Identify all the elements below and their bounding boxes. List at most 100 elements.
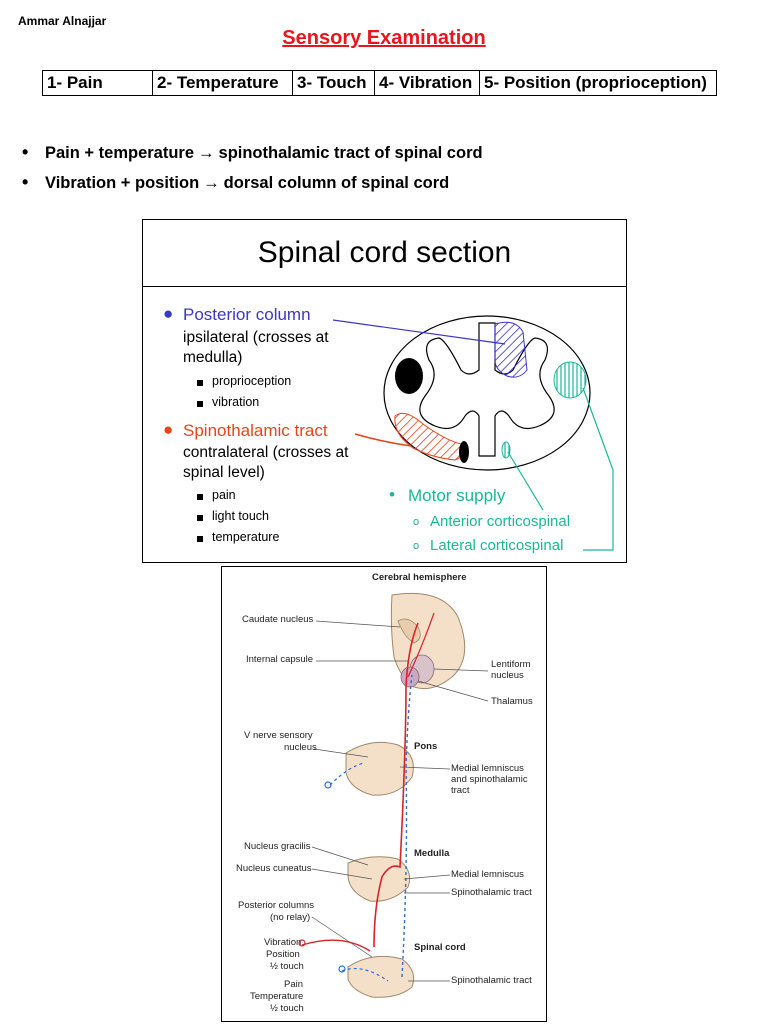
bullet-right: spinothalamic tract of spinal cord bbox=[218, 144, 483, 162]
motor-item: Lateral corticospinal bbox=[430, 537, 564, 554]
modality-cell: 3- Touch bbox=[292, 70, 375, 96]
author-name: Ammar Alnajjar bbox=[18, 14, 107, 28]
label-v-nerve-1: V nerve sensory bbox=[244, 730, 313, 741]
spinothalamic-line1: contralateral (crosses at bbox=[183, 444, 349, 461]
posterior-line2: medulla) bbox=[183, 349, 243, 366]
thalamus-shape bbox=[400, 666, 420, 688]
bullet-icon: • bbox=[22, 172, 29, 192]
posterior-pointer-line bbox=[332, 319, 506, 345]
receptor-blue-icon bbox=[338, 965, 346, 973]
modality-cell: 5- Position (proprioception) bbox=[479, 70, 717, 96]
bullet-left: Pain + temperature bbox=[45, 144, 195, 162]
label-internal-capsule: Internal capsule bbox=[246, 654, 314, 665]
label-nucleus-cuneatus: Nucleus cuneatus bbox=[236, 863, 312, 874]
slide-title: Spinal cord section bbox=[143, 220, 626, 287]
square-bullet-icon bbox=[197, 536, 203, 542]
square-bullet-icon bbox=[197, 401, 203, 407]
spinothalamic-item: pain bbox=[212, 488, 236, 502]
motor-bullet-icon: • bbox=[389, 485, 395, 504]
posterior-bullet-icon: ● bbox=[163, 304, 174, 323]
posterior-item: vibration bbox=[212, 395, 260, 409]
black-lesion-anterior bbox=[459, 441, 469, 463]
trigeminal-path bbox=[329, 762, 365, 786]
bullet-left: Vibration + position bbox=[45, 174, 200, 192]
label-medulla: Medulla bbox=[414, 848, 450, 859]
label-half-touch-1: ½ touch bbox=[270, 961, 304, 972]
label-vibration: Vibration bbox=[264, 937, 302, 948]
modalities-row: 1- Pain 2- Temperature 3- Touch 4- Vibra… bbox=[42, 70, 717, 96]
receptor-red-icon bbox=[298, 939, 306, 947]
spinothalamic-line2: spinal level) bbox=[183, 464, 265, 481]
modality-cell: 1- Pain bbox=[42, 70, 153, 96]
spinothalamic-pointer-line bbox=[354, 433, 412, 447]
square-bullet-icon bbox=[197, 515, 203, 521]
thalamocortical-path bbox=[407, 612, 435, 678]
label-caudate-nucleus: Caudate nucleus bbox=[242, 614, 314, 625]
lateral-pointer-line bbox=[582, 387, 614, 551]
spinothalamic-path bbox=[401, 674, 413, 978]
bullet-item: • Vibration + position→dorsal column of s… bbox=[22, 169, 483, 199]
label-temperature: Temperature bbox=[250, 991, 304, 1002]
grey-matter bbox=[419, 322, 555, 457]
posterior-item: proprioception bbox=[212, 374, 292, 388]
medial-lemniscus-path bbox=[373, 622, 419, 948]
spinothalamic-area bbox=[394, 412, 464, 461]
black-lesion-left bbox=[395, 358, 423, 394]
anterior-pointer-line bbox=[507, 451, 544, 511]
spinothalamic-item: temperature bbox=[212, 530, 280, 544]
label-ml-st-3: tract bbox=[451, 785, 470, 796]
label-ml-st-2: and spinothalamic bbox=[451, 774, 528, 785]
pons-shape bbox=[345, 741, 414, 796]
modality-cell: 2- Temperature bbox=[152, 70, 293, 96]
motor-item: Anterior corticospinal bbox=[430, 513, 571, 530]
dorsal-root-blue bbox=[341, 968, 389, 982]
figure-title: Cerebral hemisphere bbox=[372, 572, 467, 583]
label-pain: Pain bbox=[284, 979, 304, 990]
label-posterior-columns-2: (no relay) bbox=[270, 912, 311, 923]
bullet-icon: • bbox=[22, 142, 29, 162]
label-thalamus: Thalamus bbox=[491, 696, 533, 707]
label-ml-st-1: Medial lemniscus bbox=[451, 763, 524, 774]
dorsal-root-red bbox=[301, 939, 371, 952]
cord-outline bbox=[383, 315, 591, 471]
square-bullet-icon bbox=[197, 380, 203, 386]
pathway-drawing bbox=[298, 592, 489, 998]
label-lentiform-1: Lentiform bbox=[491, 659, 531, 670]
label-pons: Pons bbox=[414, 741, 438, 752]
medulla-shape bbox=[347, 856, 411, 902]
sensory-pathway-figure: Cerebral hemisphere Caudate nucleus Inte… bbox=[221, 566, 547, 1022]
label-nucleus-gracilis: Nucleus gracilis bbox=[244, 841, 311, 852]
bullet-item: • Pain + temperature→spinothalamic tract … bbox=[22, 139, 483, 169]
leader-lines bbox=[311, 620, 489, 982]
label-v-nerve-2: nucleus bbox=[284, 742, 317, 753]
lateral-corticospinal-area bbox=[553, 361, 587, 399]
spinal-cord-shape bbox=[347, 955, 415, 998]
posterior-column-heading: Posterior column bbox=[183, 305, 311, 324]
anterior-corticospinal-area bbox=[501, 441, 511, 459]
label-spinothalamic-tract-cord: Spinothalamic tract bbox=[451, 975, 532, 986]
bullet-list: •Pain + temperature→spinothalamic tract … bbox=[22, 139, 483, 199]
bullet-right: dorsal column of spinal cord bbox=[223, 174, 450, 192]
arrow-icon: → bbox=[203, 174, 220, 192]
modality-cell: 4- Vibration bbox=[374, 70, 480, 96]
posterior-column-area bbox=[494, 321, 528, 378]
spinothalamic-item: light touch bbox=[212, 509, 269, 523]
posterior-line1: ipsilateral (crosses at bbox=[183, 329, 329, 346]
modalities-table: 1- Pain 2- Temperature 3- Touch 4- Vibra… bbox=[42, 70, 717, 96]
motor-supply-heading: Motor supply bbox=[408, 486, 506, 505]
spinal-cord-slide: Spinal cord section ● Posterior column i… bbox=[142, 219, 627, 563]
label-spinothalamic-tract-medulla: Spinothalamic tract bbox=[451, 887, 532, 898]
trigeminal-receptor-icon bbox=[324, 781, 332, 789]
label-posterior-columns-1: Posterior columns bbox=[238, 900, 315, 911]
page-title: Sensory Examination bbox=[282, 27, 486, 49]
label-spinal-cord: Spinal cord bbox=[414, 942, 466, 953]
label-medial-lemniscus: Medial lemniscus bbox=[451, 869, 524, 880]
spinothalamic-heading: Spinothalamic tract bbox=[183, 421, 328, 440]
arrow-icon: → bbox=[198, 144, 215, 162]
hollow-bullet-icon: o bbox=[413, 540, 420, 552]
spinothalamic-bullet-icon: ● bbox=[163, 420, 174, 439]
label-position: Position bbox=[266, 949, 300, 960]
hollow-bullet-icon: o bbox=[413, 516, 420, 528]
caudate-shape bbox=[397, 618, 421, 644]
label-lentiform-2: nucleus bbox=[491, 670, 524, 681]
